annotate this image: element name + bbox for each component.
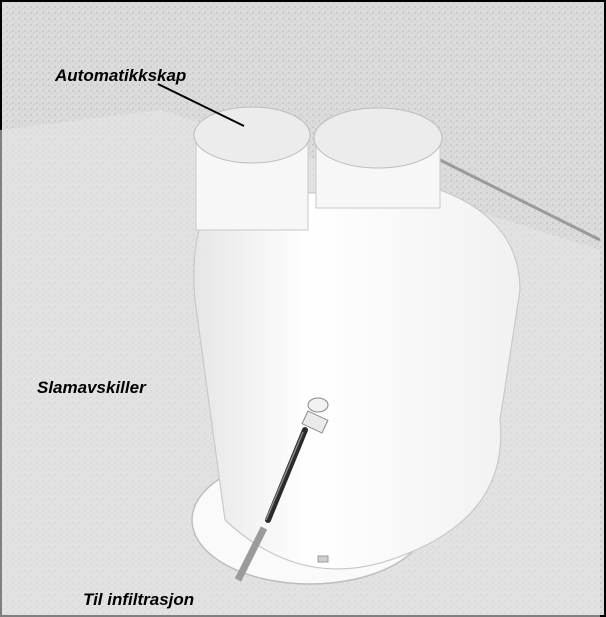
sludge-separator-label: Slamavskiller bbox=[37, 378, 147, 397]
base-vent bbox=[318, 556, 328, 562]
control-cabinet-lid bbox=[194, 107, 310, 163]
outlet-label: Til infiltrasjon bbox=[83, 590, 194, 609]
pipe-collar bbox=[308, 398, 328, 412]
control-cabinet-label: Automatikkskap bbox=[54, 66, 186, 85]
tank-riser-lid bbox=[314, 108, 442, 168]
sludge-separator-tank bbox=[194, 190, 520, 569]
